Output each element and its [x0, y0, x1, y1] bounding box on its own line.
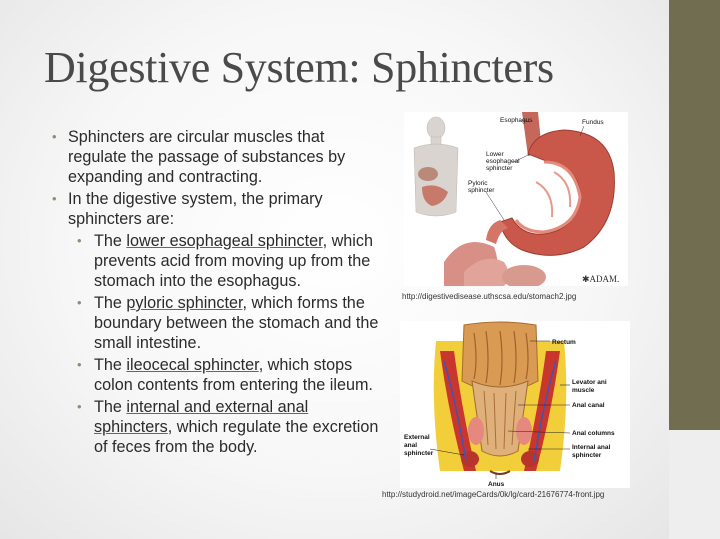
svg-text:muscle: muscle — [572, 387, 595, 394]
label-anus: Anus — [488, 481, 505, 488]
sub-bullet-item: The pyloric sphincter, which forms the b… — [50, 293, 380, 353]
figure2-credit: http://studydroid.net/imageCards/0k/lg/c… — [382, 490, 605, 499]
bullet-item: Sphincters are circular muscles that reg… — [50, 127, 380, 187]
svg-text:sphincter: sphincter — [572, 452, 602, 459]
svg-text:esophageal: esophageal — [486, 158, 520, 165]
bullet-list: Sphincters are circular muscles that reg… — [50, 127, 380, 459]
svg-text:anal: anal — [404, 442, 417, 449]
sub-bullet-item: The internal and external anal sphincter… — [50, 397, 380, 457]
label-esophagus: Esophagus — [500, 117, 533, 124]
side-band-lower — [669, 430, 720, 539]
label-internal-sphincter: Internal anal — [572, 444, 610, 451]
slide-title: Digestive System: Sphincters — [44, 43, 554, 92]
term-link: internal and external anal sphincters — [94, 398, 309, 436]
label-anal-columns: Anal columns — [572, 430, 615, 437]
term-link: pyloric sphincter — [126, 294, 243, 312]
svg-text:sphincter: sphincter — [404, 450, 434, 457]
svg-text:sphincter: sphincter — [486, 165, 513, 172]
label-les: Lower — [486, 151, 505, 158]
side-band — [669, 0, 720, 539]
term-link: ileocecal sphincter — [126, 356, 259, 374]
anal-canal-illustration: Rectum Levator ani muscle Anal canal Ana… — [400, 321, 630, 488]
figure1-credit: http://digestivedisease.uthscsa.edu/stom… — [402, 292, 577, 301]
term-link: lower esophageal sphincter — [126, 232, 323, 250]
sub-bullet-item: The lower esophageal sphincter, which pr… — [50, 231, 380, 291]
label-external-sphincter: External — [404, 434, 430, 441]
adam-logo: ✱ADAM. — [582, 274, 619, 284]
stomach-illustration: Esophagus Fundus Lower esophageal sphinc… — [404, 112, 628, 286]
side-band-upper — [669, 0, 720, 430]
label-levator-ani: Levator ani — [572, 379, 607, 386]
label-pyloric: Pyloric — [468, 180, 488, 187]
label-fundus: Fundus — [582, 119, 604, 126]
label-rectum: Rectum — [552, 339, 576, 346]
bullet-item: In the digestive system, the primary sph… — [50, 189, 380, 229]
anal-canal-shape — [471, 380, 529, 457]
slide: Digestive System: Sphincters Sphincters … — [0, 0, 669, 539]
sub-bullet-item: The ileocecal sphincter, which stops col… — [50, 355, 380, 395]
intestines — [444, 242, 546, 286]
svg-text:sphincter: sphincter — [468, 187, 495, 194]
label-anal-canal: Anal canal — [572, 402, 605, 409]
